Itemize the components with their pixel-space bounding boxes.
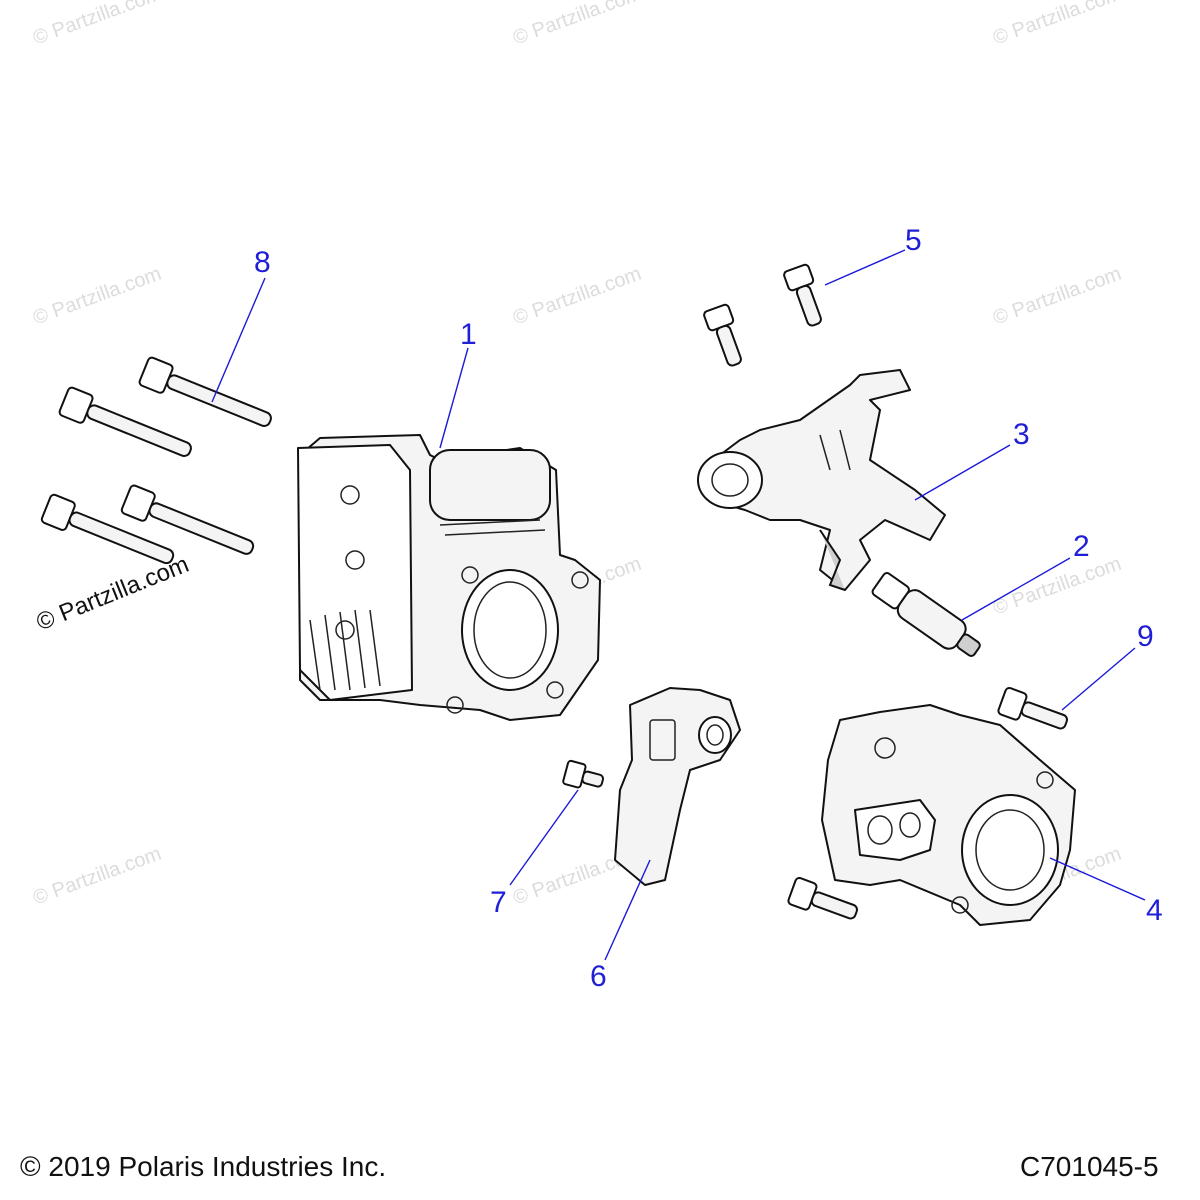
leader-line-6	[604, 859, 651, 961]
copyright-text: © 2019 Polaris Industries Inc.	[20, 1151, 387, 1182]
fuel-injector-part-2	[871, 572, 981, 657]
bolt-part-8	[40, 356, 272, 565]
leader-line-3	[914, 444, 1011, 501]
leader-line-1	[439, 347, 469, 449]
callout-7[interactable]: 7	[490, 886, 507, 919]
callout-8[interactable]: 8	[254, 246, 271, 279]
leader-line-4	[1049, 857, 1146, 901]
leader-line-2	[961, 557, 1071, 621]
leader-line-5	[824, 249, 906, 286]
diagram-code: C701045-5	[1020, 1151, 1159, 1182]
leader-lines	[211, 249, 1146, 961]
callout-9[interactable]: 9	[1137, 620, 1154, 653]
callout-1[interactable]: 1	[460, 318, 477, 351]
leader-line-9	[1061, 647, 1136, 711]
callout-4[interactable]: 4	[1146, 894, 1163, 927]
callout-5[interactable]: 5	[905, 224, 922, 257]
fuel-rail-part-3	[697, 369, 946, 591]
intake-adapter-part-4	[821, 704, 1076, 926]
callout-2[interactable]: 2	[1073, 530, 1090, 563]
leader-line-8	[211, 277, 266, 403]
bolt-part-5	[703, 263, 822, 367]
leader-line-7	[509, 789, 579, 886]
sensor-part-6	[614, 687, 741, 886]
bolt-part-9	[787, 687, 1068, 920]
throttle-body-part-1	[297, 434, 601, 721]
callout-6[interactable]: 6	[590, 960, 607, 993]
bolt-part-7	[562, 759, 605, 789]
callout-3[interactable]: 3	[1013, 418, 1030, 451]
